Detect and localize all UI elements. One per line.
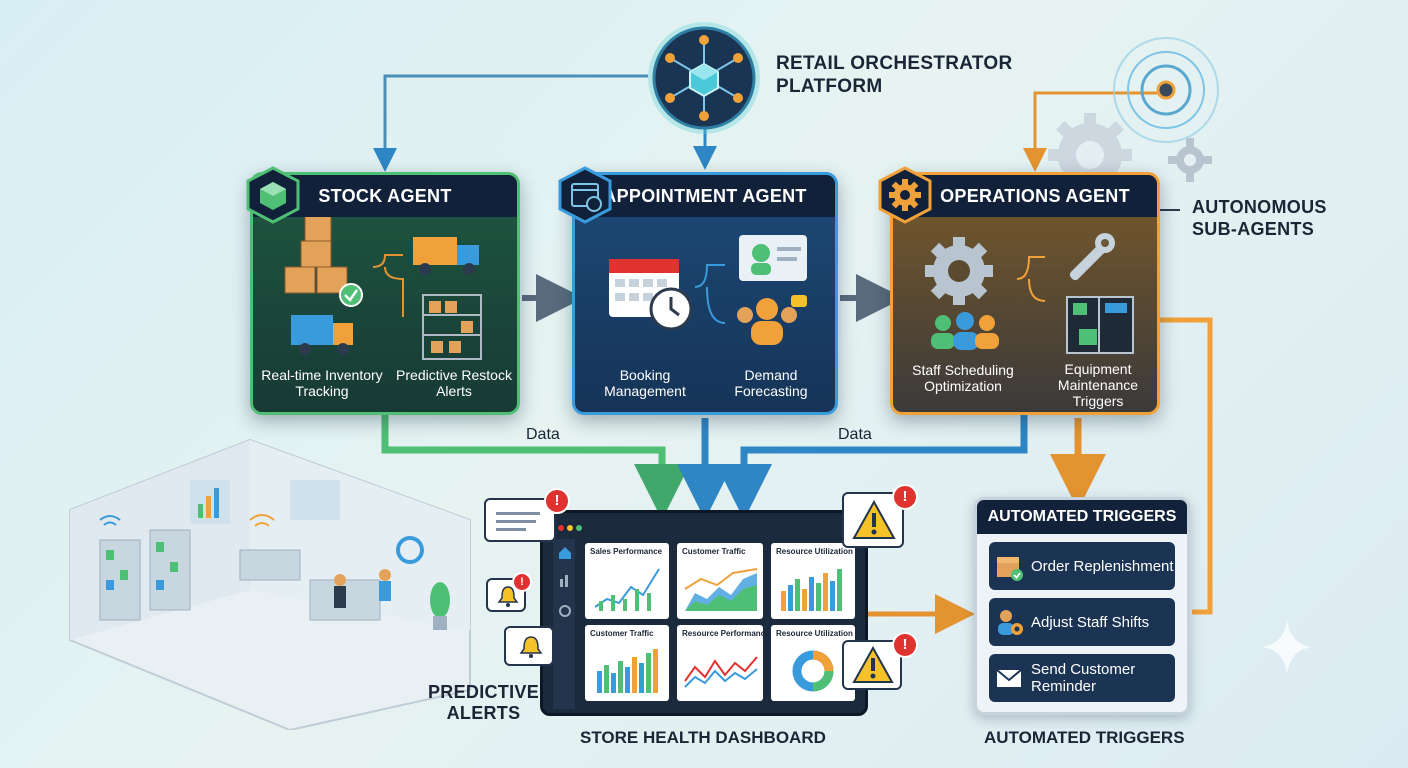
customer-figure-icon	[379, 569, 391, 601]
orchestrator-title: RETAIL ORCHESTRATOR PLATFORM	[776, 53, 1013, 97]
triggers-header: AUTOMATED TRIGGERS	[977, 500, 1187, 534]
operations-agent-title: OPERATIONS AGENT	[893, 175, 1157, 217]
alert-badge-icon: !	[544, 488, 570, 514]
appointment-caption-1: Booking Management	[604, 367, 686, 399]
settings-icon	[559, 605, 571, 617]
gears-radar-icon	[1048, 37, 1219, 197]
calendar-clock-icon	[609, 235, 807, 345]
trigger-order-replenishment[interactable]: Order Replenishment	[989, 542, 1175, 590]
appointment-agent-panel[interactable]: APPOINTMENT AGENT Booking Management Dem…	[572, 172, 838, 415]
automated-triggers-panel: AUTOMATED TRIGGERS Order Replenishment A…	[974, 497, 1190, 715]
alert-badge-icon: !	[892, 484, 918, 510]
operations-caption-1: Staff Scheduling Optimization	[912, 362, 1014, 394]
bell-alert-bubble-2[interactable]	[504, 626, 554, 666]
dashboard-sidebar	[553, 539, 575, 709]
plant-icon	[430, 582, 450, 630]
dashboard-label: STORE HEALTH DASHBOARD	[580, 728, 826, 747]
bell-icon	[519, 636, 543, 658]
dash-card-resource-performance[interactable]: Resource Performance	[677, 625, 770, 701]
sparkle-icon	[1262, 620, 1312, 674]
data-label-left: Data	[526, 426, 560, 443]
dash-card-customer-traffic-2[interactable]: Customer Traffic	[585, 625, 669, 701]
stock-box-icon	[246, 166, 300, 224]
gear-wrench-icon	[925, 233, 1134, 354]
operations-caption-2: Equipment Maintenance Triggers	[1057, 361, 1139, 409]
bell-icon	[497, 586, 519, 607]
message-lines-icon	[496, 512, 540, 531]
inventory-boxes-icon	[284, 217, 482, 360]
donut-chart-icon	[792, 650, 834, 692]
home-icon	[559, 547, 571, 559]
truck-icon	[413, 237, 479, 275]
appointment-calendar-icon	[558, 166, 612, 224]
delivery-truck-icon	[291, 315, 353, 355]
predictive-alerts-label: PREDICTIVE ALERTS	[428, 682, 540, 723]
operations-gear-icon	[878, 166, 932, 224]
window-controls	[558, 525, 582, 531]
wifi-icon	[99, 515, 121, 526]
operations-agent-panel[interactable]: OPERATIONS AGENT Staff Scheduling Optimi…	[890, 172, 1160, 415]
dash-card-sales-performance[interactable]: Sales Performance	[585, 543, 669, 619]
wifi-signal-icon	[249, 514, 275, 527]
warning-triangle-icon	[852, 646, 894, 683]
trigger-send-customer-reminder[interactable]: Send Customer Reminder	[989, 654, 1175, 702]
alert-badge-icon: !	[892, 632, 918, 658]
hub-network-icon	[648, 22, 760, 134]
appointment-caption-2: Demand Forecasting	[734, 367, 808, 399]
floorplan-icon	[1066, 296, 1134, 354]
message-alert-bubble[interactable]	[484, 498, 556, 542]
sub-agents-label: AUTONOMOUS SUB-AGENTS	[1192, 197, 1327, 239]
stock-caption-1: Real-time Inventory Tracking	[261, 367, 383, 399]
wrench-icon	[1069, 233, 1115, 281]
dashboard-monitor[interactable]: Sales Performance Customer Traffic Resou…	[540, 510, 868, 716]
trigger-adjust-staff-shifts[interactable]: Adjust Staff Shifts	[989, 598, 1175, 646]
warning-triangle-icon	[852, 500, 896, 539]
stock-agent-panel[interactable]: STOCK AGENT Real-time Inventory Tracking…	[250, 172, 520, 415]
customers-group-icon	[737, 295, 807, 345]
orchestrator-hub	[646, 20, 762, 136]
bell-alert-bubble-1[interactable]	[486, 578, 526, 612]
dash-card-resource-utilization[interactable]: Resource Utilization	[771, 543, 855, 619]
triggers-footer-label: AUTOMATED TRIGGERS	[984, 728, 1185, 747]
staff-gear-icon	[998, 610, 1023, 635]
appointment-agent-title: APPOINTMENT AGENT	[575, 175, 835, 217]
profile-card-icon	[739, 235, 807, 281]
alert-badge-icon: !	[512, 572, 532, 592]
staff-figure-icon	[334, 574, 346, 608]
dash-card-customer-traffic[interactable]: Customer Traffic	[677, 543, 763, 619]
sidebar-nav-icons	[559, 547, 571, 617]
envelope-icon	[996, 669, 1022, 687]
box-check-icon	[997, 557, 1023, 581]
data-label-right: Data	[838, 426, 872, 443]
shelving-icon	[422, 294, 482, 360]
dash-card-resource-utilization-2[interactable]: Resource Utilization	[771, 625, 855, 701]
staff-group-icon	[931, 312, 999, 350]
stock-caption-2: Predictive Restock Alerts	[396, 367, 512, 399]
store-illustration	[69, 438, 471, 730]
